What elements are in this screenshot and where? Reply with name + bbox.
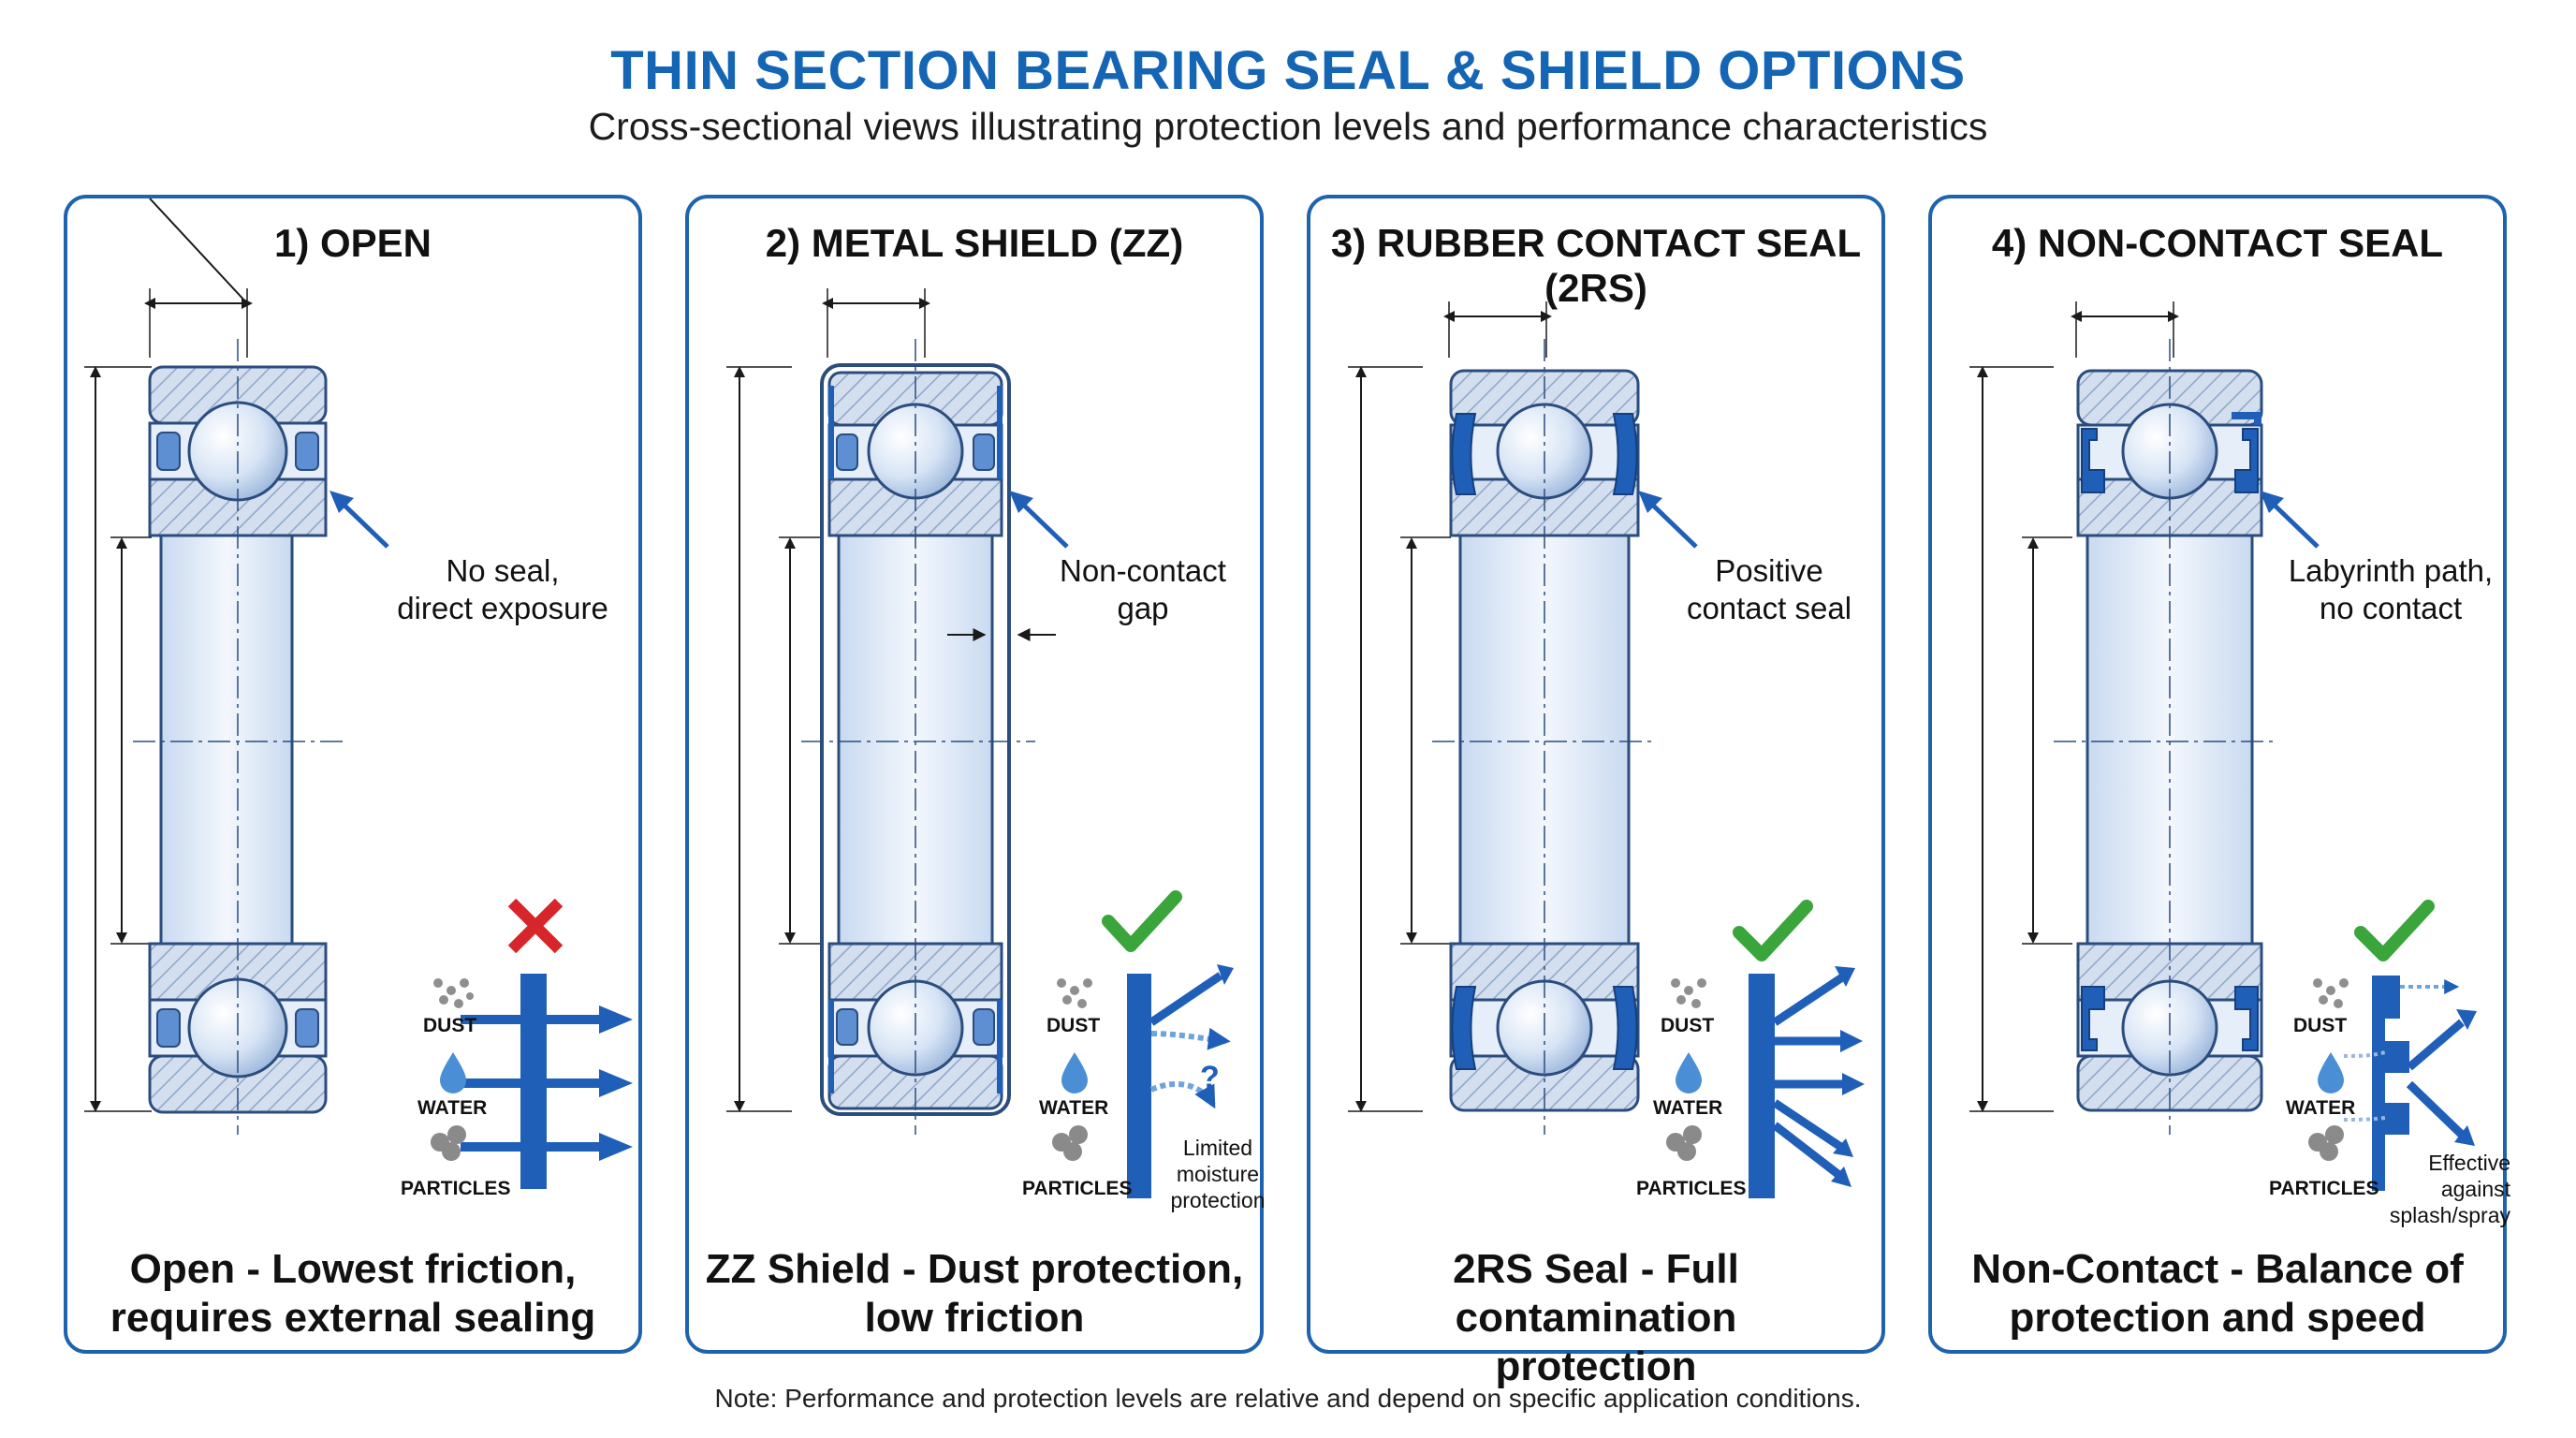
panel-caption: 2RS Seal - Full contamination protection [1310, 1245, 1881, 1391]
callout-text: Labyrinth path, no contact [2278, 552, 2503, 627]
callout-line: Non-contact [1060, 553, 1226, 588]
checkmark-icon [1733, 900, 1813, 961]
water-drop-icon [1676, 1052, 1702, 1093]
panel-non-contact-seal: 4) NON-CONTACT SEAL [1928, 195, 2510, 1354]
contaminant-dust-label: DUST [1661, 1015, 1715, 1036]
caption-line: requires external sealing [110, 1295, 596, 1341]
callout-text: Non-contact gap [1035, 552, 1251, 627]
panel-title: 2) METAL SHIELD (ZZ) [765, 221, 1184, 265]
contaminant-water-label: WATER [1653, 1097, 1723, 1119]
panel-open: 1) OPEN [64, 195, 642, 1354]
dust-icon [2313, 978, 2349, 1008]
caption-line: protection and speed [2009, 1295, 2426, 1341]
panel-caption: Open - Lowest friction, requires externa… [67, 1245, 638, 1343]
contaminant-water-label: WATER [2286, 1097, 2356, 1119]
panel-caption: Non-Contact - Balance of protection and … [1932, 1245, 2503, 1343]
particles-icon [2308, 1125, 2344, 1161]
side-note: Effective against splash/spray [2374, 1150, 2510, 1228]
water-drop-icon [440, 1052, 466, 1093]
contaminant-water-label: WATER [417, 1097, 488, 1119]
contaminant-particles-label: PARTICLES [1022, 1178, 1133, 1199]
panel-title: 4) NON-CONTACT SEAL [1991, 221, 2444, 265]
contaminant-dust-label: DUST [2293, 1015, 2348, 1036]
particles-icon [431, 1125, 466, 1161]
footer-note: Note: Performance and protection levels … [714, 1384, 1862, 1413]
contaminant-dust-label: DUST [423, 1015, 477, 1036]
cross-icon [507, 898, 564, 954]
dust-icon [1671, 978, 1706, 1008]
open-bearing-diagram [84, 198, 633, 1189]
callout-line: no contact [2319, 591, 2463, 625]
side-note: Limited moisture protection [1157, 1135, 1279, 1213]
metal-shield-bearing-diagram: ? [726, 288, 1234, 1198]
callout-line: No seal, [446, 553, 560, 588]
panel-metal-shield: 2) METAL SHIELD (ZZ) [685, 195, 1266, 1354]
page-subtitle: Cross-sectional views illustrating prote… [588, 105, 1988, 148]
callout-line: Labyrinth path, [2288, 553, 2494, 588]
side-note-line: moisture [1176, 1162, 1260, 1186]
side-note-line: Limited [1182, 1136, 1253, 1160]
contaminant-dust-label: DUST [1046, 1015, 1101, 1036]
rubber-seal-bearing-diagram [1348, 301, 1865, 1198]
panel-title: 1) OPEN [273, 221, 432, 265]
contaminant-particles-label: PARTICLES [2269, 1178, 2379, 1199]
side-note-line: against [2440, 1177, 2510, 1201]
question-mark-icon: ? [1200, 1060, 1220, 1095]
callout-text: No seal, direct exposure [386, 552, 620, 627]
particles-icon [1052, 1125, 1088, 1161]
panel-title: 3) RUBBER CONTACT SEAL (2RS) [1330, 221, 1862, 310]
caption-line: low friction [864, 1295, 1085, 1341]
contaminant-particles-label: PARTICLES [401, 1178, 511, 1199]
caption-line: ZZ Shield - Dust protection, [705, 1246, 1244, 1292]
callout-line: gap [1117, 591, 1169, 625]
dust-icon [1057, 978, 1092, 1008]
caption-line: protection [1495, 1343, 1697, 1389]
callout-text: Positive contact seal [1666, 552, 1872, 627]
water-drop-icon [1061, 1052, 1088, 1093]
caption-line: Non-Contact - Balance of [1971, 1246, 2464, 1292]
checkmark-icon [2354, 900, 2435, 961]
contaminant-water-label: WATER [1039, 1097, 1109, 1119]
dust-icon [433, 978, 474, 1008]
callout-line: direct exposure [397, 591, 608, 625]
side-note-line: Effective [2428, 1151, 2510, 1175]
contaminant-particles-label: PARTICLES [1636, 1178, 1747, 1199]
caption-line: 2RS Seal - Full contamination [1453, 1246, 1739, 1341]
non-contact-seal-bearing-diagram [1969, 301, 2477, 1191]
checkmark-icon [1102, 890, 1182, 952]
particles-icon [1666, 1125, 1702, 1161]
side-note-line: protection [1170, 1188, 1266, 1212]
page-title: THIN SECTION BEARING SEAL & SHIELD OPTIO… [610, 40, 1966, 101]
callout-line: Positive [1715, 553, 1823, 588]
water-drop-icon [2318, 1052, 2344, 1093]
caption-line: Open - Lowest friction, [129, 1246, 577, 1292]
callout-line: contact seal [1686, 591, 1852, 625]
panel-rubber-contact-seal: 3) RUBBER CONTACT SEAL (2RS) [1307, 195, 1885, 1389]
panel-caption: ZZ Shield - Dust protection, low frictio… [689, 1245, 1260, 1343]
side-note-line: splash/spray [2389, 1203, 2510, 1227]
